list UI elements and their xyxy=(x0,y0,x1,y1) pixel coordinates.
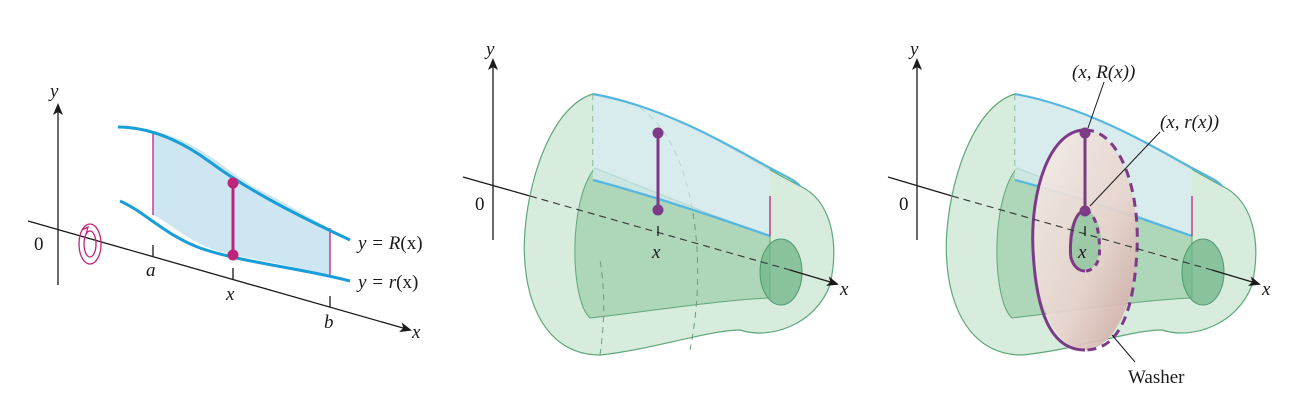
x-axis-back xyxy=(462,176,531,197)
x-axis-hidden xyxy=(529,195,791,271)
leader-washer xyxy=(1111,334,1136,363)
tick-label-x: x xyxy=(225,284,235,305)
lower-curve-r xyxy=(592,178,771,238)
washer-outer-rim-front xyxy=(1031,128,1086,352)
origin-label: 0 xyxy=(475,194,485,215)
washer-inner-rim-front xyxy=(1068,209,1086,273)
upper-curve-R xyxy=(592,92,801,187)
x-axis-front xyxy=(1211,269,1261,286)
y-axis-label: y xyxy=(48,81,59,102)
x-axis xyxy=(27,220,412,333)
x-axis-label: x xyxy=(411,322,421,343)
x-axis-back xyxy=(887,176,953,197)
tick-label-b: b xyxy=(324,312,334,333)
upper-curve-R xyxy=(117,125,351,242)
leader-outer-point xyxy=(1087,81,1105,129)
point-outer xyxy=(1079,127,1091,139)
tick-label-a: a xyxy=(146,260,156,281)
rotation-icon xyxy=(78,223,102,265)
point-lower xyxy=(652,204,664,216)
tick-label-x: x xyxy=(651,242,661,263)
point-inner-label: (x, r(x)) xyxy=(1160,112,1219,133)
y-axis-label: y xyxy=(484,39,495,60)
solid-hole xyxy=(1181,238,1225,306)
washer-label: Washer xyxy=(1128,367,1185,388)
washer-outer-rim-back xyxy=(1084,128,1139,352)
lower-curve-r xyxy=(119,199,351,283)
point-inner xyxy=(1079,205,1091,217)
point-upper xyxy=(227,177,239,189)
leader-inner-point xyxy=(1089,131,1161,207)
upper-curve-R xyxy=(1014,92,1223,187)
washer-hole xyxy=(1069,211,1101,271)
region-sheet xyxy=(593,94,770,236)
x-axis-hidden xyxy=(951,195,1213,271)
panel-region-2d: y 0 a x b x y = R(x) y = r(x) xyxy=(27,81,423,343)
lower-curve-label: y = r(x) xyxy=(356,272,418,293)
point-outer-label: (x, R(x)) xyxy=(1072,62,1135,83)
x-axis-front xyxy=(789,269,839,286)
point-lower xyxy=(227,249,239,261)
origin-label: 0 xyxy=(34,234,44,255)
panel-solid-of-revolution: y 0 x x xyxy=(462,39,849,356)
point-upper xyxy=(652,127,664,139)
washer-inner-rim-back xyxy=(1084,209,1102,273)
x-axis-label: x xyxy=(839,279,849,300)
upper-curve-label: y = R(x) xyxy=(356,233,423,254)
origin-label: 0 xyxy=(899,194,909,215)
x-axis-label: x xyxy=(1261,279,1271,300)
region-between-curves xyxy=(153,131,330,276)
ghost-line xyxy=(599,259,605,356)
panel-washer: y 0 x x (x, R(x)) (x, r(x)) Washer xyxy=(887,39,1271,388)
y-axis-label: y xyxy=(908,39,919,60)
solid-hole xyxy=(759,238,803,306)
tick-label-x: x xyxy=(1077,242,1087,263)
